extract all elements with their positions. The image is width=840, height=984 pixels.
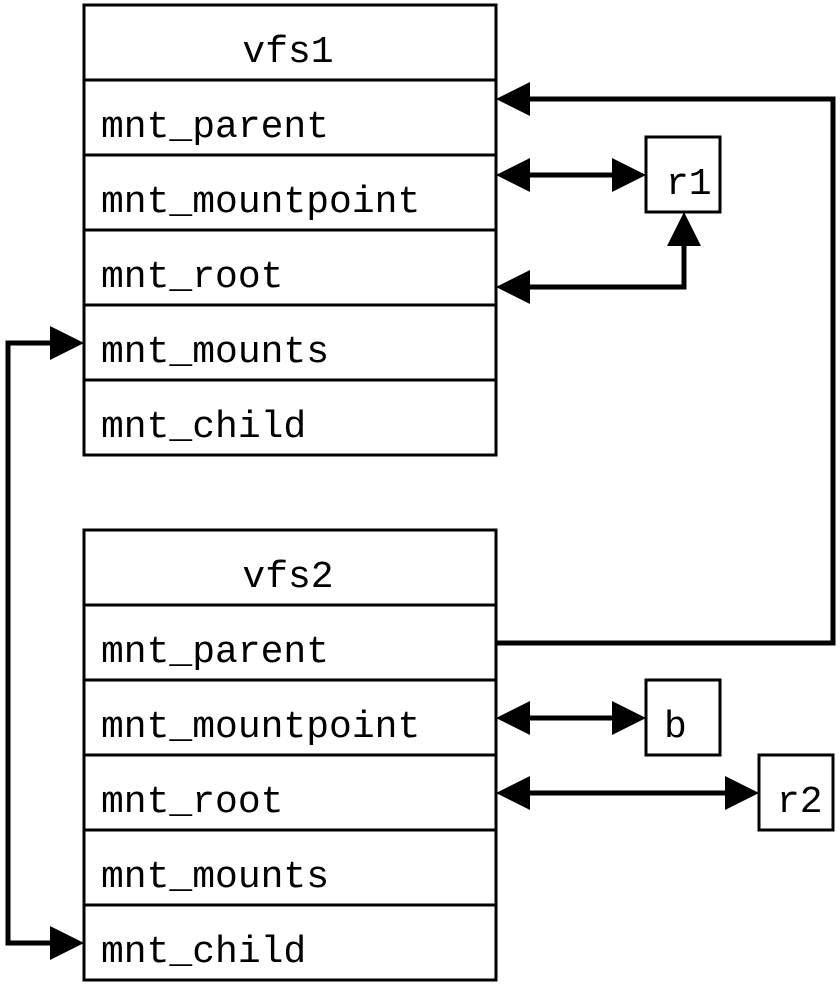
node-b: b (644, 678, 722, 757)
arrowhead-icon (496, 701, 530, 735)
struct-vfs2: vfs2 mnt_parent mnt_mountpoint mnt_root … (82, 528, 498, 982)
vfs1-field-mnt-mounts: mnt_mounts (101, 331, 329, 374)
node-r1-label: r1 (666, 163, 712, 206)
node-r1: r1 (644, 135, 722, 214)
arrowhead-icon (725, 776, 759, 810)
vfs1-title: vfs1 (242, 31, 333, 74)
vfs1-field-mnt-root: mnt_root (101, 256, 283, 299)
node-b-label: b (664, 706, 687, 749)
vfs2-field-cell (82, 828, 498, 907)
arrowhead-icon (496, 158, 530, 192)
vfs1-title-cell (82, 3, 498, 82)
edge-vfs2-mountpoint-b (496, 701, 646, 735)
arrowhead-icon (667, 212, 701, 246)
arrowhead-icon (612, 701, 646, 735)
vfs2-field-mnt-parent: mnt_parent (101, 631, 329, 674)
vfs2-field-mnt-mountpoint: mnt_mountpoint (101, 706, 420, 749)
vfs1-field-mnt-mountpoint: mnt_mountpoint (101, 181, 420, 224)
struct-vfs1: vfs1 mnt_parent mnt_mountpoint mnt_root … (82, 3, 498, 457)
vfs2-field-cell (82, 903, 498, 982)
edge-vfs1-root-r1 (496, 212, 701, 304)
edge-vfs1-mountpoint-r1 (496, 158, 646, 192)
vfs1-field-cell (82, 378, 498, 457)
node-r2-label: r2 (777, 781, 823, 824)
vfs2-title: vfs2 (242, 556, 333, 599)
vfs2-field-mnt-mounts: mnt_mounts (101, 856, 329, 899)
arrowhead-icon (50, 326, 84, 360)
arrowhead-icon (496, 270, 530, 304)
vfs2-field-mnt-root: mnt_root (101, 781, 283, 824)
vfs1-field-cell (82, 228, 498, 307)
vfs1-field-cell (82, 78, 498, 157)
vfs2-field-cell (82, 603, 498, 682)
edge-vfs2-parent-to-vfs1-parent (496, 82, 836, 646)
node-r2: r2 (757, 753, 835, 832)
arrowhead-icon (496, 776, 530, 810)
vfs2-field-cell (82, 753, 498, 832)
arrowhead-icon (612, 158, 646, 192)
vfs1-field-mnt-child: mnt_child (101, 406, 306, 449)
vfs2-field-mnt-child: mnt_child (101, 931, 306, 974)
arrowhead-icon (50, 926, 84, 960)
edge-vfs1-mounts-vfs2-child (5, 326, 84, 960)
arrowhead-icon (496, 82, 530, 116)
vfs1-field-mnt-parent: mnt_parent (101, 106, 329, 149)
edge-vfs2-root-r2 (496, 776, 759, 810)
